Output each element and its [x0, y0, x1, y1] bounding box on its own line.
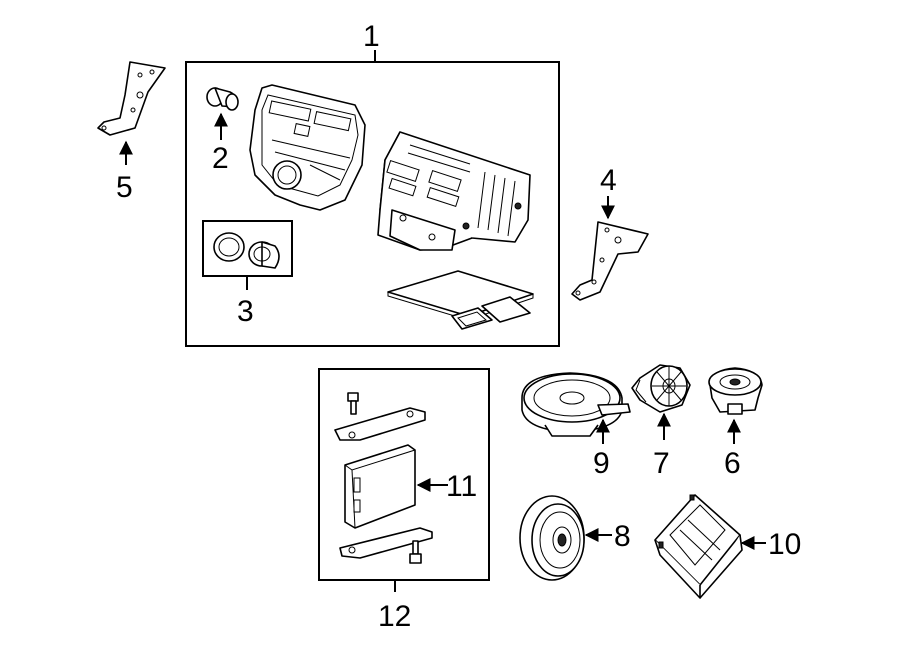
upper-bracket-part — [334, 407, 426, 441]
callout-3: 3 — [237, 295, 254, 328]
module-box-part — [344, 444, 416, 529]
radio-assembly-group: 1 2 — [185, 20, 560, 347]
knob-part — [206, 87, 239, 111]
amplifier-10-part — [654, 494, 743, 599]
callout-1: 1 — [363, 20, 380, 53]
callout-7: 7 — [653, 447, 670, 480]
callout-2: 2 — [212, 142, 229, 175]
woofer-8-part — [519, 495, 585, 581]
callout-5: 5 — [116, 171, 133, 204]
knob-set-part — [213, 232, 280, 269]
group-1-frame — [185, 61, 560, 347]
speaker-9-part — [521, 372, 631, 437]
bracket-5-part — [97, 61, 166, 136]
control-panel-part — [249, 84, 366, 211]
callout-10: 10 — [768, 528, 801, 561]
bolt-bottom-part — [409, 540, 422, 564]
callout-4: 4 — [600, 164, 617, 197]
head-unit-part — [377, 131, 531, 251]
callout-11: 11 — [446, 470, 477, 503]
callout-8: 8 — [614, 520, 631, 553]
callout-6: 6 — [724, 447, 741, 480]
owner-manual-part — [387, 270, 534, 330]
bolt-top-part — [347, 392, 359, 415]
speaker-6-part — [708, 367, 763, 415]
bracket-4-part — [571, 221, 649, 301]
tweeter-7-part — [631, 364, 691, 413]
lower-bracket-part — [339, 527, 433, 559]
callout-12: 12 — [378, 600, 411, 633]
group-12-frame — [318, 368, 490, 581]
callout-9: 9 — [593, 447, 610, 480]
amplifier-module-group: 12 11 — [318, 368, 490, 633]
